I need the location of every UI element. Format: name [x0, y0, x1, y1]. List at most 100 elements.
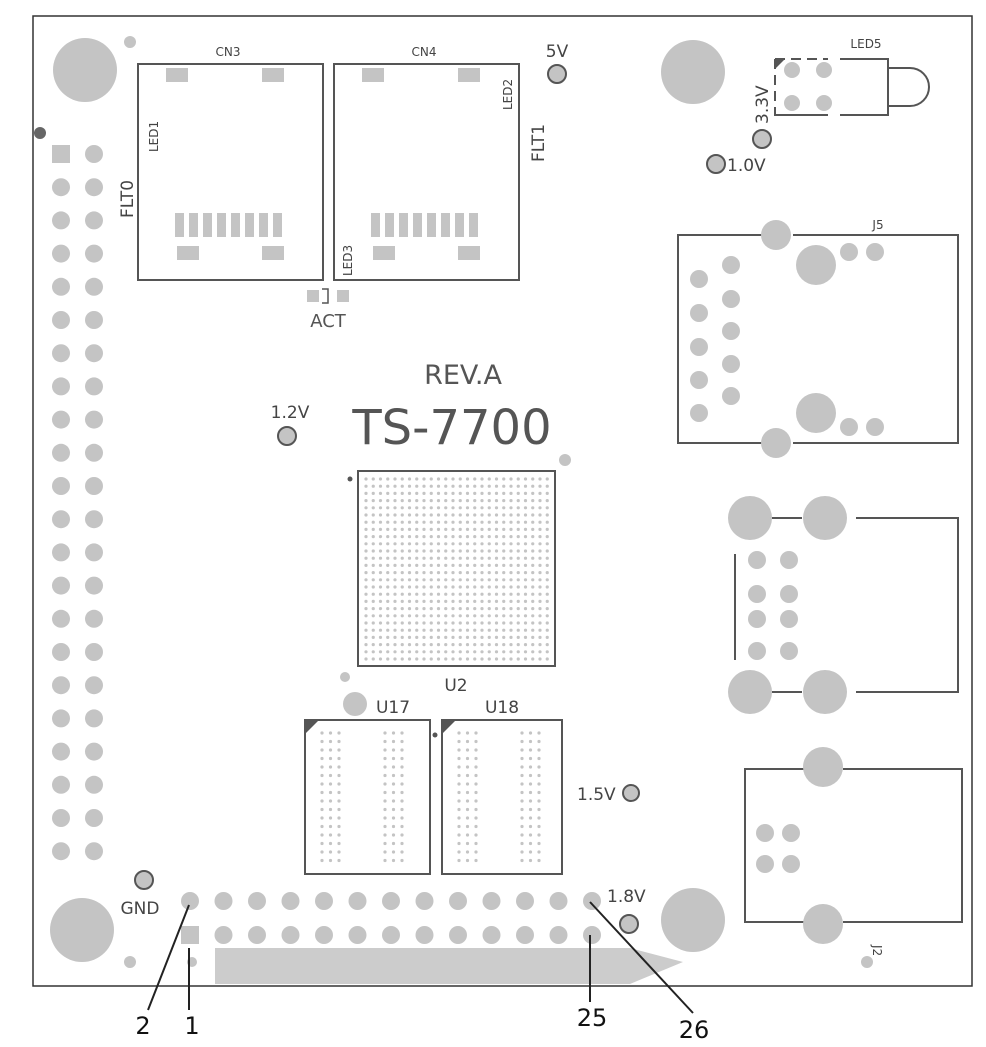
header-pin — [449, 926, 467, 944]
j2-connector — [744, 747, 963, 944]
header-pin — [52, 775, 70, 794]
header-pin — [315, 926, 333, 944]
header-pin — [85, 145, 103, 163]
header-pin — [583, 892, 601, 910]
led5-label: LED5 — [850, 37, 881, 51]
board-title: TS-7700 — [351, 400, 551, 456]
tp-1v2-label: 1.2V — [271, 403, 310, 423]
header-pin — [52, 443, 70, 462]
header-pin — [348, 892, 367, 910]
header-pin — [281, 926, 300, 944]
header-pin — [52, 277, 70, 296]
header-pin — [85, 477, 103, 495]
header-pin — [415, 892, 434, 910]
header-pin — [549, 926, 568, 944]
header-pin — [549, 892, 568, 910]
header-pin — [85, 643, 103, 661]
header-pin — [85, 410, 103, 429]
header-pin — [248, 892, 266, 910]
header-pin — [85, 742, 103, 761]
revision-label: REV.A — [424, 360, 502, 391]
u2-bga-chip — [347, 470, 556, 667]
header-pin — [181, 892, 199, 910]
j2-label: J2 — [870, 944, 884, 956]
header-pin — [85, 178, 103, 197]
header-pin — [85, 377, 103, 396]
header-pin — [52, 643, 70, 661]
header-pin — [85, 543, 103, 562]
header-pin-square — [52, 145, 70, 163]
header-pin — [52, 676, 70, 695]
header-pin — [52, 211, 70, 230]
header-pin — [482, 926, 501, 944]
header-pin — [85, 709, 103, 728]
bottom-pin-header — [181, 892, 601, 967]
header-pin — [415, 926, 434, 944]
pin-callout-lines — [147, 901, 694, 1014]
tp-1v8-label: 1.8V — [607, 887, 646, 907]
header-pin — [85, 676, 103, 695]
led5-component — [774, 58, 930, 116]
header-pin — [52, 742, 70, 761]
header-pin — [85, 244, 103, 263]
header-pin — [52, 311, 70, 329]
pin-callout-25: 25 — [577, 1004, 608, 1032]
led1-label: LED1 — [147, 121, 161, 152]
u17-pad — [343, 692, 367, 716]
header-pin — [85, 510, 103, 529]
u17-memory-chip — [304, 719, 431, 875]
j5-label: J5 — [871, 218, 883, 232]
test-point-pads — [134, 64, 772, 934]
header-pin — [52, 576, 70, 595]
usb-connector — [728, 496, 959, 714]
flt0-label: FLT0 — [118, 180, 138, 218]
header-pin — [52, 377, 70, 396]
pin-callout-1: 1 — [184, 1012, 199, 1040]
cn4-connector — [333, 63, 520, 281]
header-pin — [52, 410, 70, 429]
pin1-marker-dot — [34, 127, 46, 139]
header-pin — [482, 892, 501, 910]
header-pin — [52, 543, 70, 562]
header-pin — [85, 211, 103, 230]
header-pin — [248, 926, 266, 944]
header-pin — [52, 510, 70, 529]
board-outline — [32, 15, 973, 987]
header-pin — [85, 809, 103, 827]
j5-connector — [677, 220, 959, 458]
flt1-label: FLT1 — [529, 124, 549, 162]
u2-label: U2 — [444, 676, 467, 696]
header-pin — [52, 809, 70, 827]
header-pin — [382, 892, 400, 910]
header-pin — [85, 609, 103, 628]
u18-memory-chip — [432, 719, 563, 875]
header-pin — [516, 926, 534, 944]
tp-3v3-label: 3.3V — [753, 85, 773, 124]
cn3-connector — [137, 63, 324, 281]
u18-label: U18 — [485, 698, 519, 718]
cn4-label: CN4 — [412, 45, 437, 59]
header-pin — [85, 842, 103, 861]
left-pin-header — [52, 145, 103, 861]
pin-callout-26: 26 — [679, 1016, 710, 1044]
header-pin — [52, 178, 70, 197]
header-pin — [85, 576, 103, 595]
tp-5v-label: 5V — [546, 42, 569, 62]
header-pin — [52, 244, 70, 263]
header-pin — [348, 926, 367, 944]
u17-label: U17 — [376, 698, 410, 718]
header-pin — [315, 892, 333, 910]
led3-label: LED3 — [341, 245, 355, 276]
cn3-label: CN3 — [216, 45, 241, 59]
header-pin — [214, 892, 233, 910]
tp-gnd-label: GND — [121, 899, 160, 919]
header-pin — [449, 892, 467, 910]
header-pin — [85, 775, 103, 794]
header-pin — [583, 926, 601, 944]
header-pin — [85, 344, 103, 363]
pin-direction-arrow — [215, 948, 683, 984]
header-pin — [52, 344, 70, 363]
header-pin — [85, 443, 103, 462]
header-pin — [214, 926, 233, 944]
